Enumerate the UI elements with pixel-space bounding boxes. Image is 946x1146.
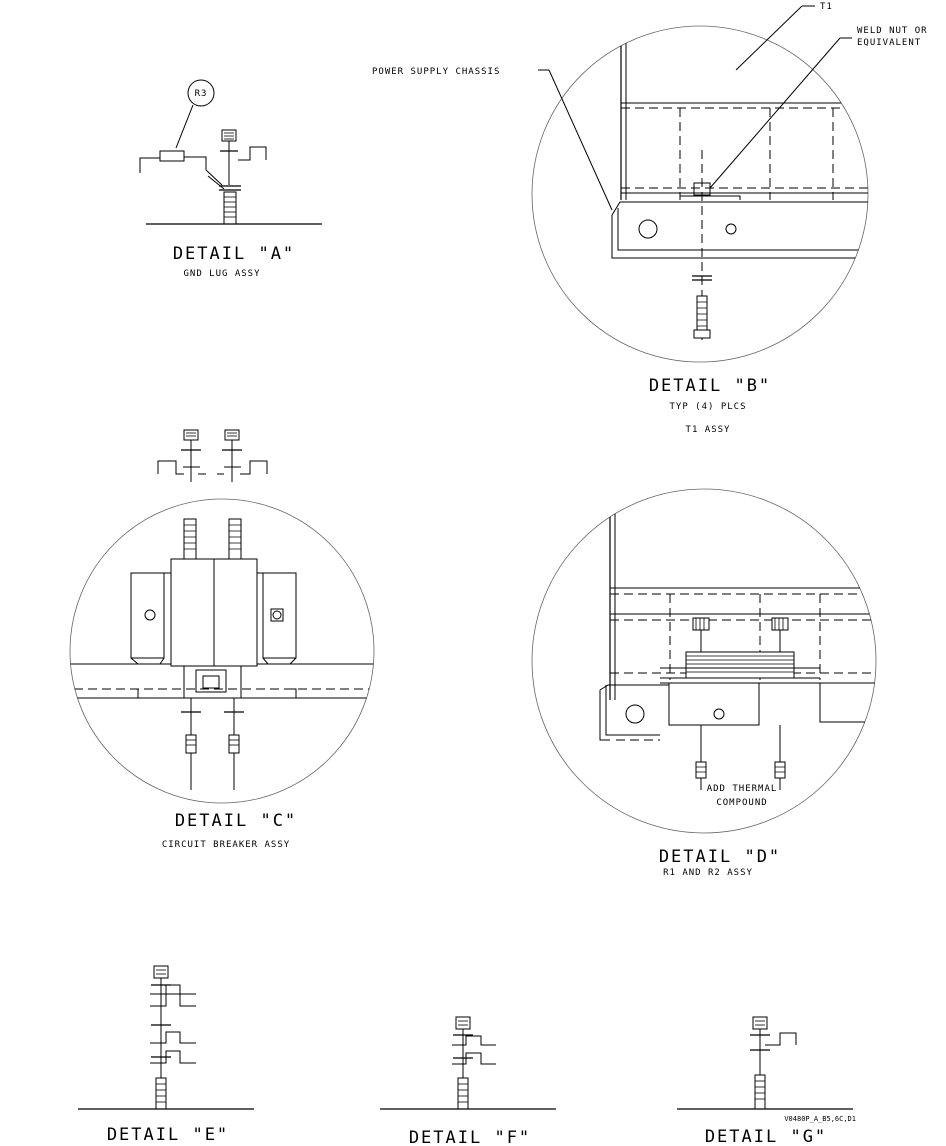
detail-b-subtitle: TYP (4) PLCS: [669, 402, 746, 412]
detail-e: DETAIL "E": [78, 966, 254, 1145]
detail-d-title: DETAIL "D": [659, 847, 781, 867]
resistor-symbol: [160, 151, 184, 161]
thermal-note-1: ADD THERMAL: [707, 784, 778, 794]
drawing-reference: V0480P_A_B5,6C,D1: [784, 1115, 856, 1123]
callout-power-supply-chassis: POWER SUPPLY CHASSIS: [372, 67, 500, 77]
detail-d: ADD THERMAL COMPOUND DETAIL "D" R1 AND R…: [532, 489, 880, 878]
detail-e-title: DETAIL "E": [107, 1125, 229, 1145]
detail-a-subtitle: GND LUG ASSY: [183, 269, 260, 279]
detail-c-title: DETAIL "C": [175, 811, 297, 831]
detail-b-title: DETAIL "B": [649, 376, 771, 396]
callout-weld-nut: WELD NUT OR: [857, 26, 928, 36]
callout-equivalent: EQUIVALENT: [857, 38, 921, 48]
wire: [184, 157, 222, 185]
detail-a: R3 DETAIL "A" GND LUG ASSY: [140, 80, 322, 279]
detail-b-subtitle-2: T1 ASSY: [686, 425, 731, 435]
detail-f-title: DETAIL "F": [409, 1128, 531, 1146]
detail-d-subtitle: R1 AND R2 ASSY: [663, 868, 753, 878]
reference-bubble-label: R3: [195, 89, 208, 99]
lug-strap: [208, 176, 224, 189]
washer-profile: [238, 147, 266, 160]
detail-g-title: DETAIL "G": [705, 1127, 827, 1146]
detail-b: T1 WELD NUT OR EQUIVALENT POWER SUPPLY C…: [372, 2, 928, 435]
detail-c: DETAIL "C" CIRCUIT BREAKER ASSY: [60, 430, 390, 850]
detail-a-title: DETAIL "A": [173, 244, 295, 264]
leader-line: [176, 105, 193, 148]
callout-t1: T1: [820, 2, 833, 12]
detail-g: V0480P_A_B5,6C,D1 DETAIL "G": [677, 1017, 856, 1146]
thermal-note-2: COMPOUND: [716, 798, 767, 808]
detail-c-subtitle: CIRCUIT BREAKER ASSY: [162, 840, 290, 850]
wire: [140, 158, 160, 173]
detail-f: DETAIL "F": [380, 1017, 556, 1146]
terminal-hardware-top: [158, 430, 267, 482]
